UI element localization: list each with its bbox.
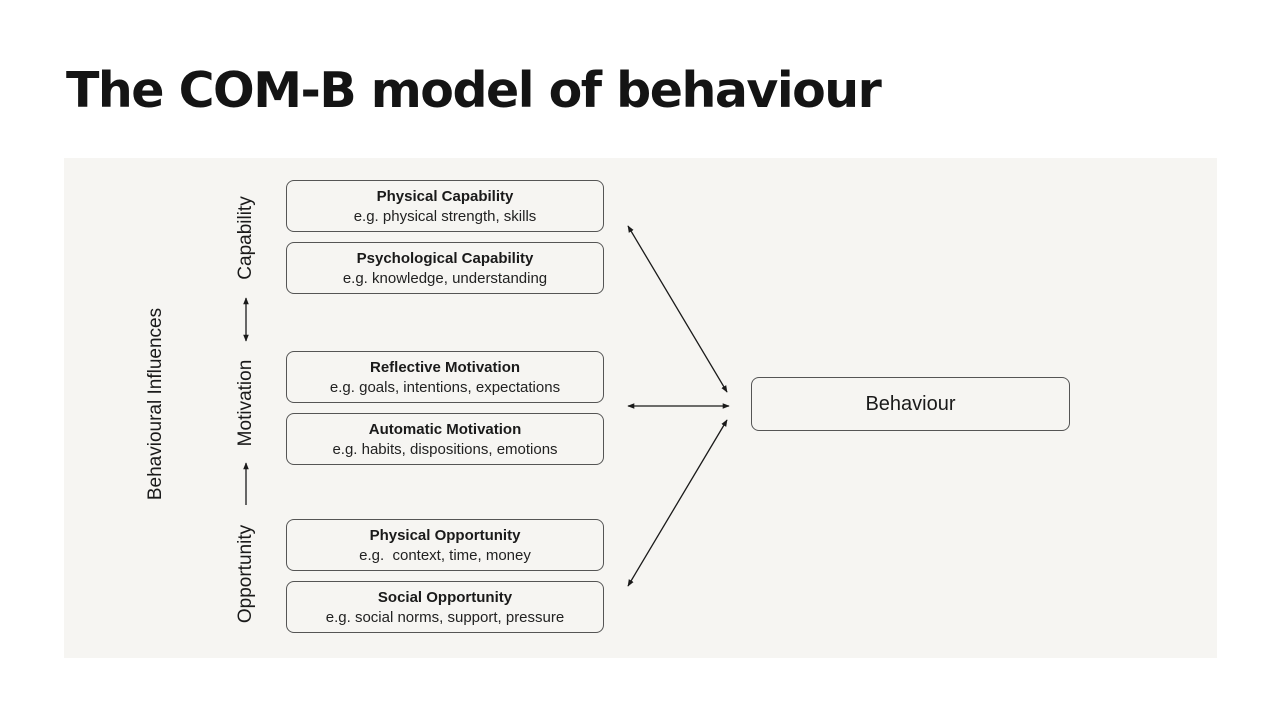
box-automatic-motivation: Automatic Motivation e.g. habits, dispos… [286,413,604,465]
page-title: The COM-B model of behaviour [66,62,882,119]
box-desc: e.g. context, time, money [359,547,531,564]
behaviour-box: Behaviour [751,377,1070,431]
box-desc: e.g. knowledge, understanding [342,270,548,287]
box-desc: e.g. physical strength, skills [353,208,537,225]
box-physical-capability: Physical Capability e.g. physical streng… [286,180,604,232]
box-social-opportunity: Social Opportunity e.g. social norms, su… [286,581,604,633]
box-physical-opportunity: Physical Opportunity e.g. context, time,… [286,519,604,571]
box-desc: e.g. social norms, support, pressure [325,609,565,626]
box-title: Social Opportunity [377,589,513,606]
box-title: Automatic Motivation [368,421,522,438]
box-title: Physical Capability [376,188,514,205]
box-desc: e.g. habits, dispositions, emotions [332,441,558,458]
box-title: Psychological Capability [356,250,534,267]
box-title: Reflective Motivation [369,359,521,376]
box-title: Physical Opportunity [369,527,521,544]
box-reflective-motivation: Reflective Motivation e.g. goals, intent… [286,351,604,403]
arrow-capability-behaviour [627,225,728,393]
arrow-opportunity-behaviour [627,419,728,587]
box-psychological-capability: Psychological Capability e.g. knowledge,… [286,242,604,294]
box-desc: e.g. goals, intentions, expectations [329,379,561,396]
